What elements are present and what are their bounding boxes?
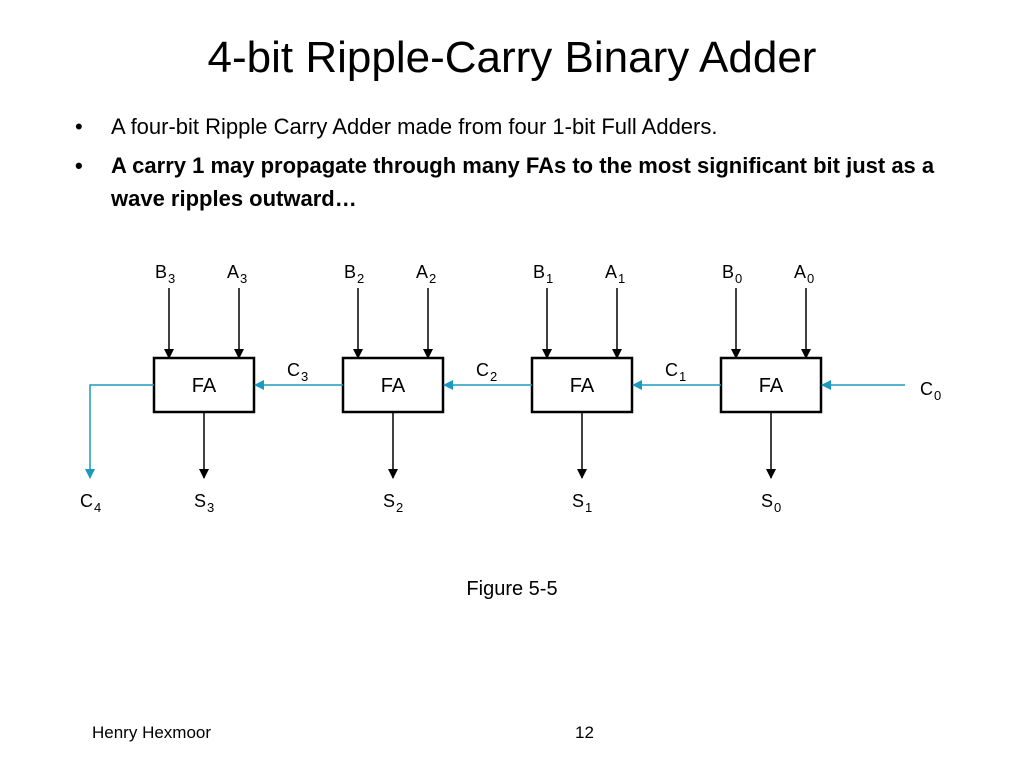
input-label-a: A1 bbox=[605, 262, 625, 286]
full-adder-label: FA bbox=[192, 375, 217, 397]
bullet-item: • A carry 1 may propagate through many F… bbox=[75, 149, 975, 215]
bullet-text: A carry 1 may propagate through many FAs… bbox=[111, 153, 935, 211]
input-label-b: B0 bbox=[722, 262, 742, 286]
input-label-a: A0 bbox=[794, 262, 814, 286]
bullet-dot-icon: • bbox=[75, 114, 83, 139]
full-adder-label: FA bbox=[759, 375, 784, 397]
footer-author: Henry Hexmoor bbox=[92, 723, 212, 742]
bullet-dot-icon: • bbox=[75, 153, 83, 178]
sum-output-label: S0 bbox=[761, 491, 781, 515]
carry-label: C3 bbox=[287, 360, 308, 384]
input-label-b: B2 bbox=[344, 262, 364, 286]
carry-label: C1 bbox=[665, 360, 686, 384]
bullet-text: A four-bit Ripple Carry Adder made from … bbox=[111, 114, 718, 139]
figure-caption: Figure 5-5 bbox=[466, 578, 558, 600]
input-label-a: A3 bbox=[227, 262, 247, 286]
carry-out-arrow bbox=[85, 384, 154, 479]
carry-out-label: C4 bbox=[80, 491, 101, 515]
carry-in-label: C0 bbox=[920, 379, 941, 403]
sum-output-label: S1 bbox=[572, 491, 592, 515]
bullet-list: • A four-bit Ripple Carry Adder made fro… bbox=[75, 110, 975, 221]
full-adder-label: FA bbox=[381, 375, 406, 397]
sum-output-label: S3 bbox=[194, 491, 214, 515]
full-adder-label: FA bbox=[570, 375, 595, 397]
bullet-item: • A four-bit Ripple Carry Adder made fro… bbox=[75, 110, 975, 143]
slide-title: 4-bit Ripple-Carry Binary Adder bbox=[207, 33, 817, 82]
sum-output-label: S2 bbox=[383, 491, 403, 515]
input-label-a: A2 bbox=[416, 262, 436, 286]
carry-label: C2 bbox=[476, 360, 497, 384]
input-label-b: B3 bbox=[155, 262, 175, 286]
page-number: 12 bbox=[575, 723, 594, 742]
input-label-b: B1 bbox=[533, 262, 553, 286]
